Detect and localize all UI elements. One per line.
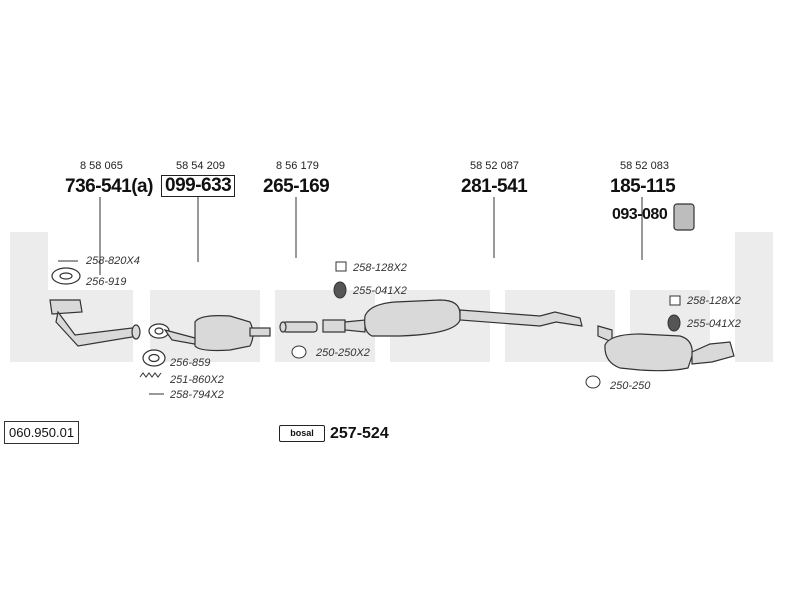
- component-part-1: 736-541(a): [65, 176, 153, 197]
- rear-silencer: [597, 325, 735, 372]
- accessory-label: 251-860X2: [170, 374, 224, 386]
- accessory-label: 256-859: [170, 357, 211, 369]
- bosal-kit-badge: bosal: [279, 425, 325, 442]
- accessory-label: 258-820X4: [86, 255, 140, 267]
- accessory-label: 258-794X2: [170, 389, 224, 401]
- intermediate-pipe: [279, 321, 318, 333]
- accessory-label: 255-041X2: [687, 318, 741, 330]
- component-part-5: 185-115: [610, 176, 676, 197]
- accessory-label: 256-919: [86, 276, 127, 288]
- accessory-label: 258-128X2: [353, 262, 407, 274]
- front-pipe: [49, 299, 141, 347]
- extra-part-mount: 093-080: [612, 206, 668, 223]
- component-ref-5: 58 52 083: [620, 160, 669, 172]
- diagram-code: 060.950.01: [4, 421, 80, 444]
- component-part-4: 281-541: [461, 176, 528, 197]
- accessory-label: 255-041X2: [353, 285, 407, 297]
- middle-silencer: [322, 299, 583, 337]
- accessory-label: 250-250: [610, 380, 651, 392]
- rubber-mount: [673, 203, 695, 231]
- component-ref-4: 58 52 087: [470, 160, 519, 172]
- kit-number: 257-524: [330, 425, 389, 442]
- component-part-2: 099-633: [161, 175, 236, 197]
- component-part-3: 265-169: [263, 176, 330, 197]
- catalytic-converter: [163, 315, 271, 352]
- component-ref-3: 8 56 179: [276, 160, 319, 172]
- accessory-label: 250-250X2: [316, 347, 370, 359]
- component-ref-2: 58 54 209: [176, 160, 225, 172]
- component-ref-1: 8 58 065: [80, 160, 123, 172]
- accessory-label: 258-128X2: [687, 295, 741, 307]
